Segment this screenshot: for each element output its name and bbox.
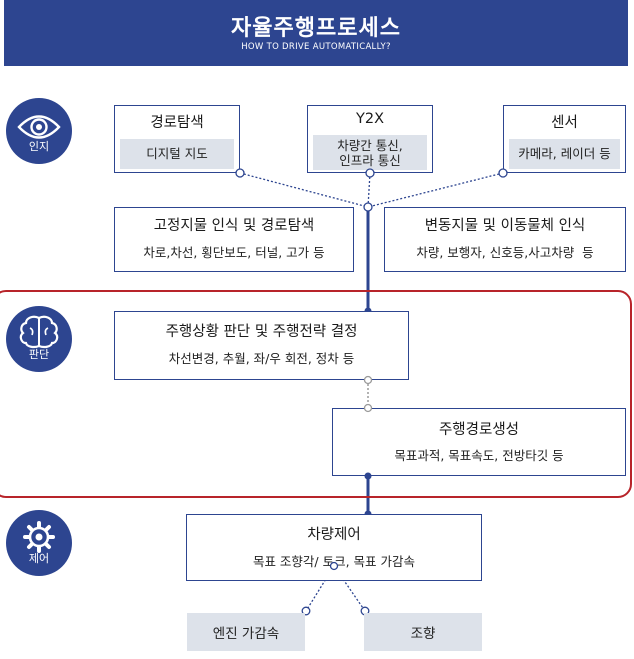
sensor-link-dot	[498, 168, 508, 178]
path-generation-detail: 목표과적, 목표속도, 전방타깃 등	[394, 448, 564, 463]
y2x-title: Y2X	[355, 111, 385, 127]
route-search-title: 경로탐색	[150, 115, 204, 131]
sensor-box: 센서 카메라, 레이더 등	[503, 105, 626, 173]
driving-decision-detail: 차선변경, 추월, 좌/우 회전, 정차 등	[168, 351, 355, 366]
stage-judgment: 판단	[6, 306, 72, 372]
judgment-highlight-frame	[0, 290, 632, 498]
stage-label-perception: 인지	[28, 140, 50, 153]
engine-in-dot	[301, 606, 311, 616]
diagram-subtitle: HOW TO DRIVE AUTOMATICALLY?	[241, 42, 391, 52]
hub-dot	[363, 202, 373, 212]
fixed-object-detail: 차로,차선, 횡단보도, 터널, 고가 등	[143, 245, 325, 260]
route-search-box: 경로탐색 디지털 지도	[114, 105, 240, 173]
fixed-object-recognition-box: 고정지물 인식 및 경로탐색 차로,차선, 횡단보도, 터널, 고가 등	[114, 207, 354, 272]
link-sensor-to-hub	[367, 172, 504, 208]
path-out-dot	[364, 472, 372, 480]
stage-label-judgment: 판단	[28, 348, 50, 361]
diagram-title: 자율주행프로세스	[231, 16, 401, 41]
decision-out-dot	[363, 375, 373, 385]
path-generation-title: 주행경로생성	[438, 422, 520, 438]
link-y2x-to-hub	[367, 172, 371, 208]
vehicle-control-title: 차량제어	[307, 527, 361, 543]
route-search-detail: 디지털 지도	[120, 139, 234, 169]
control-out-dot	[329, 561, 339, 571]
path-in-dot	[363, 403, 373, 413]
steering-box: 조향	[364, 613, 482, 651]
path-generation-box: 주행경로생성 목표과적, 목표속도, 전방타깃 등	[332, 408, 626, 476]
gear-icon	[23, 521, 55, 553]
y2x-detail: 차량간 통신, 인프라 통신	[313, 135, 427, 170]
engine-accel-box: 엔진 가감속	[187, 613, 305, 651]
stage-perception: 인지	[6, 98, 72, 164]
y2x-box: Y2X 차량간 통신, 인프라 통신	[307, 105, 433, 173]
moving-object-detail: 차량, 보행자, 신호등,사고차량 등	[416, 245, 594, 260]
header-banner: 자율주행프로세스 HOW TO DRIVE AUTOMATICALLY?	[4, 0, 628, 66]
stage-label-control: 제어	[28, 552, 50, 565]
stage-control: 제어	[6, 510, 72, 576]
fixed-object-title: 고정지물 인식 및 경로탐색	[153, 218, 315, 234]
y2x-link-dot	[365, 168, 375, 178]
driving-decision-title: 주행상황 판단 및 주행전략 결정	[165, 324, 358, 340]
moving-object-recognition-box: 변동지물 및 이동물체 인식 차량, 보행자, 신호등,사고차량 등	[384, 207, 626, 272]
brain-icon	[19, 315, 59, 349]
sensor-detail: 카메라, 레이더 등	[509, 139, 620, 169]
route-link-dot	[235, 168, 245, 178]
eye-icon	[17, 115, 61, 139]
moving-object-title: 변동지물 및 이동물체 인식	[424, 218, 586, 234]
sensor-title: 센서	[551, 115, 578, 131]
vehicle-control-detail: 목표 조향각/ 토크, 목표 가감속	[252, 554, 416, 569]
driving-decision-box: 주행상황 판단 및 주행전략 결정 차선변경, 추월, 좌/우 회전, 정차 등	[114, 311, 409, 380]
